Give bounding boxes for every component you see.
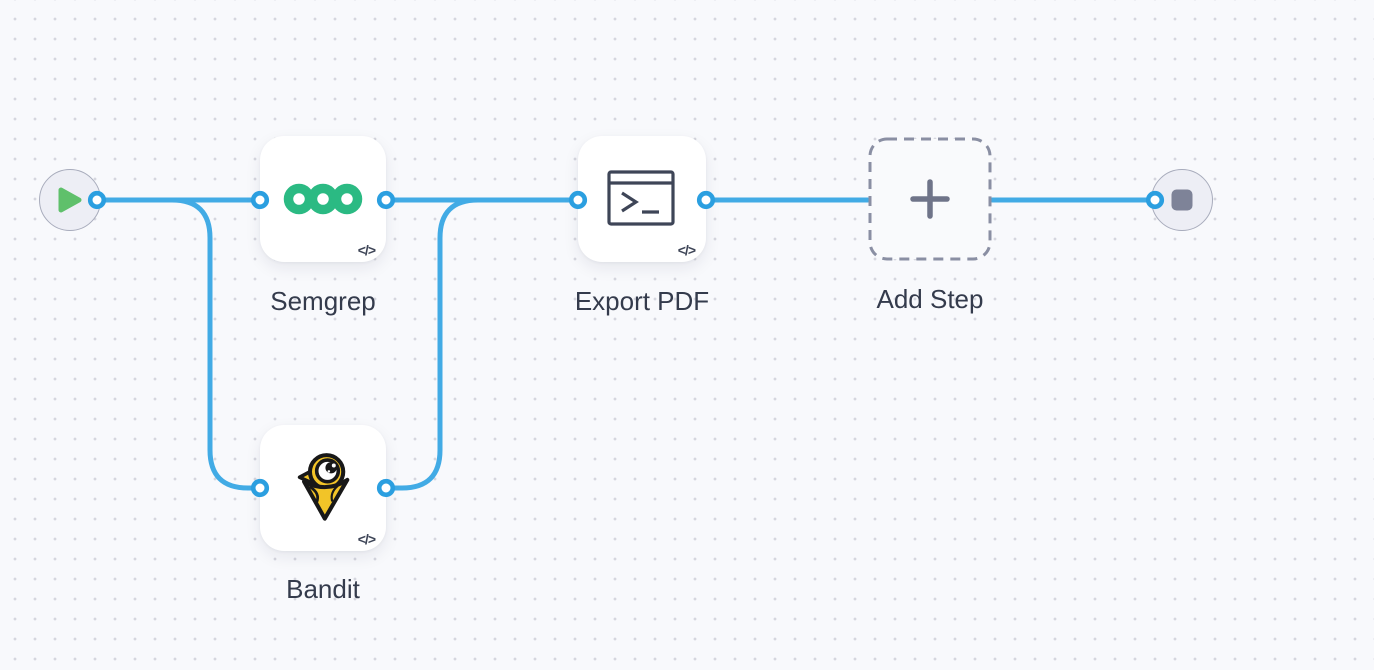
node-start[interactable] <box>39 169 101 231</box>
node-label-semgrep: Semgrep <box>270 286 376 316</box>
node-export-pdf[interactable]: </> <box>578 136 706 262</box>
terminal-icon <box>607 170 677 228</box>
node-bandit[interactable]: </> <box>260 425 386 551</box>
plus-icon <box>910 179 950 219</box>
node-label-add-step: Add Step <box>876 284 984 314</box>
code-badge-icon: </> <box>357 531 376 547</box>
node-semgrep[interactable]: </> <box>260 136 386 262</box>
node-end[interactable] <box>1151 169 1213 231</box>
connection-bandit-export-pdf[interactable] <box>383 197 581 491</box>
bandit-logo-icon <box>292 452 354 524</box>
stop-icon <box>1171 189 1193 211</box>
connection-start-bandit[interactable] <box>94 197 263 491</box>
play-icon <box>57 186 83 214</box>
semgrep-logo-icon <box>283 182 363 216</box>
code-badge-icon: </> <box>357 242 376 258</box>
node-add-step[interactable] <box>868 137 992 261</box>
code-badge-icon: </> <box>677 242 696 258</box>
node-label-export-pdf: Export PDF <box>574 286 710 316</box>
node-label-bandit: Bandit <box>286 574 360 604</box>
